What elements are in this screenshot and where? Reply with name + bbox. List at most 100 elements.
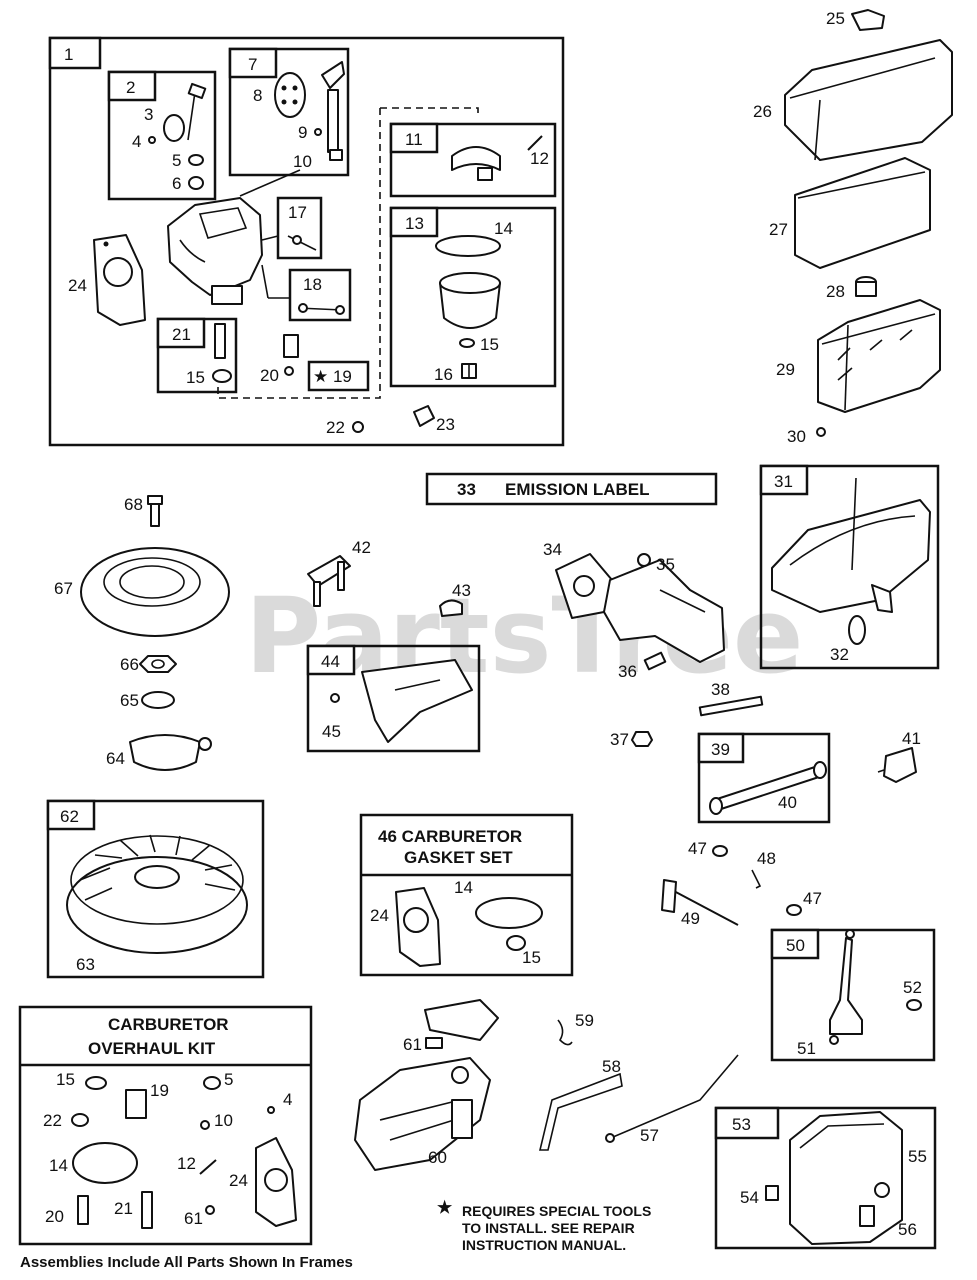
seat-part [335,305,345,315]
callout-6: 6 [172,174,181,193]
screw-part [314,128,322,136]
gasket-set-title-2: GASKET SET [404,848,513,867]
callout-15a: 15 [480,335,499,354]
washer-part [212,369,232,383]
callout-47a: 47 [688,839,707,858]
callout-68: 68 [124,495,143,514]
callout-27: 27 [769,220,788,239]
callout-60: 60 [428,1148,447,1167]
callout-66: 66 [120,655,139,674]
washer-part [203,1076,221,1090]
callout-29: 29 [776,360,795,379]
callout-20: 20 [260,366,279,385]
callout-28: 28 [826,282,845,301]
callout-52: 52 [903,978,922,997]
frame-50-number: 50 [786,936,805,955]
callout-10: 10 [293,152,312,171]
air-filter-part [817,299,941,413]
frame-21-number: 21 [172,325,191,344]
screw-part [816,427,826,437]
washer-part [459,338,475,348]
emission-label-text: EMISSION LABEL [505,480,650,499]
diaphragm-part [163,114,185,142]
main-jet-part [214,323,226,359]
callout-15b: 15 [186,368,205,387]
frame-53-number: 53 [732,1115,751,1134]
gasket-ring-part [435,235,501,257]
bolt-part [643,651,667,671]
emission-label-frame: 33 EMISSION LABEL [425,472,718,506]
callout-32: 32 [830,645,849,664]
callout-49: 49 [681,909,700,928]
callout-36: 36 [618,662,637,681]
stud-part [698,695,764,717]
bolt-part [829,1035,839,1045]
gasket-ring-part [475,897,543,929]
kit-callout-14: 14 [49,1156,68,1175]
callout-56: 56 [898,1220,917,1239]
callout-51: 51 [797,1039,816,1058]
callout-58: 58 [602,1057,621,1076]
bolt-part [147,495,163,527]
callout-4: 4 [132,132,141,151]
callout-67: 67 [54,579,73,598]
air-cleaner-base-part [771,477,931,613]
washer-part [506,935,526,951]
footnote-line-2: TO INSTALL. SEE REPAIR [462,1220,635,1236]
pre-cleaner-part [794,157,931,269]
callout-3: 3 [144,105,153,124]
kit-callout-5: 5 [224,1070,233,1089]
washer-part [141,691,175,709]
seat-part [298,303,308,313]
kit-callout-4: 4 [283,1090,292,1109]
kit-callout-20: 20 [45,1207,64,1226]
kit-callout-21: 21 [114,1199,133,1218]
callout-30: 30 [787,427,806,446]
blower-housing-part [80,547,230,637]
spacer-part [855,276,877,297]
frame-62-number: 62 [60,807,79,826]
callout-63: 63 [76,955,95,974]
callout-22: 22 [326,418,345,437]
bracket-part [307,555,351,607]
spring-part [287,235,317,251]
kit-callout-24: 24 [229,1171,248,1190]
frame-39-number: 39 [711,740,730,759]
kit-callout-61: 61 [184,1209,203,1228]
callout-9: 9 [298,123,307,142]
callout-64: 64 [106,749,125,768]
kit-callout-22: 22 [43,1111,62,1130]
screw-part [329,149,343,161]
linkage-rod-part [605,1133,615,1143]
callout-48: 48 [757,849,776,868]
fitting-part [413,405,435,427]
frame-2: 2 [107,70,217,201]
o-ring-part [71,1113,89,1127]
frame-11: 11 [389,122,557,198]
pin-part [527,135,543,151]
callout-54: 54 [740,1188,759,1207]
callout-35: 35 [656,555,675,574]
callout-57: 57 [640,1126,659,1145]
emission-label-number: 33 [457,480,476,499]
callout-8: 8 [253,86,262,105]
washer-part [712,845,728,857]
gasket-ring-part [72,1142,138,1184]
linkage-rod-part [605,1054,739,1141]
callout-25: 25 [826,9,845,28]
callout-26: 26 [753,102,772,121]
callout-65: 65 [120,691,139,710]
gasket-set-callout-15: 15 [522,948,541,967]
frame-13: 13 [389,206,557,388]
frame-18: 18 [288,268,352,322]
callout-23: 23 [436,415,455,434]
callout-61: 61 [403,1035,422,1054]
frame-1: 1 [48,36,565,447]
frame-62: 62 [46,799,265,979]
kit-callout-15: 15 [56,1070,75,1089]
kit-callout-12: 12 [177,1154,196,1173]
main-jet-part [141,1191,153,1229]
gasket-set-frame: 46 CARBURETOR GASKET SET [359,813,574,977]
callout-34: 34 [543,540,562,559]
